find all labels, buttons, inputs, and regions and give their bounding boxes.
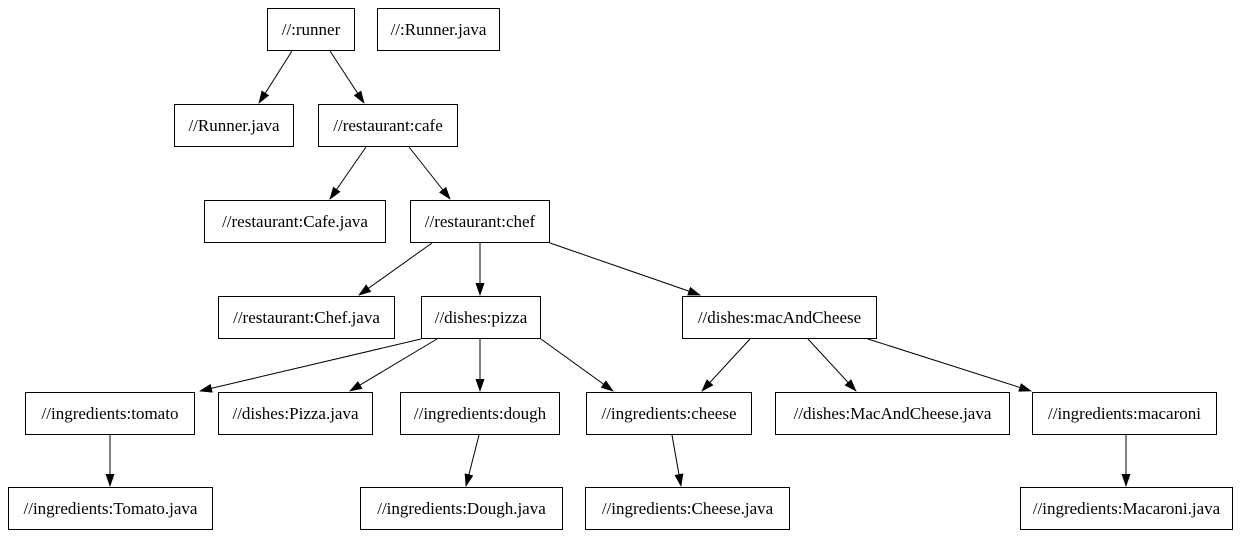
graph-node-mac-and-cheese-java: //dishes:MacAndCheese.java bbox=[775, 392, 1010, 435]
edge-mac-and-cheese-to-macaroni bbox=[867, 338, 1032, 392]
graph-node-label: //ingredients:dough bbox=[413, 404, 547, 423]
graph-node-label: //restaurant:chef bbox=[424, 212, 536, 231]
edge-chef-to-chef-java bbox=[358, 242, 433, 296]
edge-pizza-to-tomato bbox=[199, 338, 422, 393]
edge-mac-and-cheese-to-cheese bbox=[701, 338, 751, 392]
graph-node-cafe: //restaurant:cafe bbox=[318, 104, 458, 147]
graph-node-cheese: //ingredients:cheese bbox=[586, 392, 752, 435]
edge-runner-to-cafe bbox=[329, 50, 365, 104]
edge-runner-to-runner-java bbox=[258, 50, 293, 104]
graph-node-label: //ingredients:Dough.java bbox=[377, 499, 546, 518]
graph-node-label: //ingredients:Tomato.java bbox=[23, 499, 198, 518]
graph-node-dough-java: //ingredients:Dough.java bbox=[360, 487, 563, 530]
graph-node-label: //ingredients:macaroni bbox=[1048, 404, 1201, 423]
graph-node-label: //ingredients:Cheese.java bbox=[601, 499, 774, 518]
graph-node-root-runner-java: //:Runner.java bbox=[377, 8, 500, 51]
graph-node-mac-and-cheese: //dishes:macAndCheese bbox=[682, 296, 877, 339]
graph-node-label: //ingredients:cheese bbox=[601, 404, 737, 423]
graph-node-label: //restaurant:Cafe.java bbox=[222, 212, 368, 231]
graph-node-label: //ingredients:tomato bbox=[41, 404, 179, 423]
edge-pizza-to-pizza-java bbox=[349, 338, 438, 392]
edge-cafe-to-cafe-java bbox=[329, 146, 367, 200]
graph-node-label: //dishes:pizza bbox=[434, 308, 528, 327]
edge-pizza-to-cheese bbox=[540, 338, 614, 392]
graph-node-label: //:Runner.java bbox=[390, 20, 487, 39]
graph-node-tomato: //ingredients:tomato bbox=[25, 392, 195, 435]
graph-node-pizza: //dishes:pizza bbox=[421, 296, 541, 339]
graph-node-chef-java: //restaurant:Chef.java bbox=[218, 296, 395, 339]
graph-node-label: //restaurant:cafe bbox=[333, 116, 443, 135]
graph-node-runner: //:runner bbox=[267, 8, 355, 51]
edge-dough-to-dough-java bbox=[464, 434, 480, 487]
graph-node-label: //dishes:Pizza.java bbox=[232, 404, 359, 423]
graph-node-label: //restaurant:Chef.java bbox=[233, 308, 380, 327]
graph-node-dough: //ingredients:dough bbox=[400, 392, 560, 435]
graph-node-macaroni: //ingredients:macaroni bbox=[1032, 392, 1217, 435]
graph-node-pizza-java: //dishes:Pizza.java bbox=[218, 392, 373, 435]
edge-chef-to-mac-and-cheese bbox=[549, 242, 701, 296]
graph-node-tomato-java: //ingredients:Tomato.java bbox=[8, 487, 213, 530]
edge-cheese-to-cheese-java bbox=[671, 434, 684, 487]
graph-node-label: //:runner bbox=[281, 20, 341, 39]
graph-node-macaroni-java: //ingredients:Macaroni.java bbox=[1020, 487, 1233, 530]
graph-node-label: //Runner.java bbox=[188, 116, 280, 135]
graph-node-label: //dishes:MacAndCheese.java bbox=[793, 404, 992, 423]
graph-node-cheese-java: //ingredients:Cheese.java bbox=[585, 487, 790, 530]
graph-node-label: //dishes:macAndCheese bbox=[697, 308, 862, 327]
edge-mac-and-cheese-to-mac-and-cheese-java bbox=[807, 338, 857, 392]
graph-node-runner-java: //Runner.java bbox=[174, 104, 294, 147]
edge-cafe-to-chef bbox=[408, 146, 451, 200]
graph-node-cafe-java: //restaurant:Cafe.java bbox=[204, 200, 386, 243]
graph-node-chef: //restaurant:chef bbox=[410, 200, 550, 243]
graph-node-label: //ingredients:Macaroni.java bbox=[1032, 499, 1221, 518]
